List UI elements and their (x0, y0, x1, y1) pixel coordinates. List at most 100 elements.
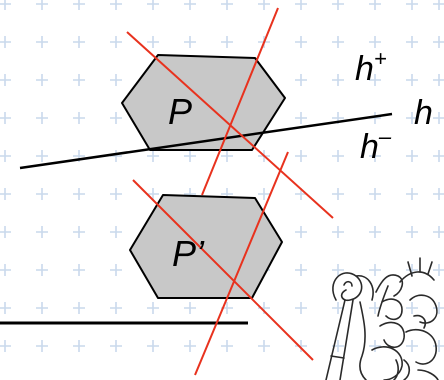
label-halfspace-negative-sup: – (378, 124, 392, 149)
grid-cross (36, 0, 48, 10)
grid-cross (36, 188, 48, 200)
grid-cross (433, 0, 444, 10)
label-halfspace-positive-base: h (355, 50, 374, 88)
grid-cross (184, 36, 196, 48)
grid-cross (0, 226, 11, 238)
grid-cross (433, 340, 444, 352)
grid-cross (369, 36, 381, 48)
grid-cross (73, 36, 85, 48)
grid-cross (36, 150, 48, 162)
grid-cross (0, 302, 11, 314)
grid-cross (221, 36, 233, 48)
grid-cross (110, 340, 122, 352)
label-halfspace-positive: h+ (355, 46, 387, 88)
grid-cross (406, 112, 418, 124)
grid-cross (332, 36, 344, 48)
university-lion-emblem-icon (325, 257, 439, 380)
grid-cross (295, 340, 307, 352)
grid-cross (184, 0, 196, 10)
grid-cross (332, 188, 344, 200)
grid-cross (406, 226, 418, 238)
grid-cross (110, 264, 122, 276)
grid-cross (110, 150, 122, 162)
grid-cross (0, 150, 11, 162)
grid-cross (295, 112, 307, 124)
grid-cross (369, 0, 381, 10)
grid-cross (110, 74, 122, 86)
grid-cross (295, 36, 307, 48)
grid-cross (184, 150, 196, 162)
grid-cross (221, 150, 233, 162)
grid-cross (221, 0, 233, 10)
grid-cross (332, 226, 344, 238)
grid-cross (73, 112, 85, 124)
grid-cross (433, 36, 444, 48)
grid-cross (110, 188, 122, 200)
polygon-p (121, 54, 286, 151)
grid-cross (406, 74, 418, 86)
cut-line-bottom-diagonal (132, 179, 314, 361)
cut-line-bottom-steep (194, 151, 289, 376)
grid-cross (295, 150, 307, 162)
grid-cross (36, 36, 48, 48)
grid-cross (295, 0, 307, 10)
cut-line-top-diagonal (126, 31, 334, 219)
grid-cross (0, 340, 11, 352)
grid-cross (110, 36, 122, 48)
grid-cross (433, 112, 444, 124)
grid-cross (147, 36, 159, 48)
grid-cross (433, 188, 444, 200)
grid-cross (184, 302, 196, 314)
grid-cross (433, 226, 444, 238)
grid-cross (0, 264, 11, 276)
grid-cross (147, 0, 159, 10)
grid-cross (184, 340, 196, 352)
grid-cross (258, 340, 270, 352)
grid-cross (147, 340, 159, 352)
grid-cross (295, 264, 307, 276)
grid-cross (110, 112, 122, 124)
grid-cross (433, 74, 444, 86)
grid-cross (406, 0, 418, 10)
grid-cross (73, 226, 85, 238)
grid-cross (0, 112, 11, 124)
grid-cross (36, 74, 48, 86)
plane-line-h (19, 112, 393, 170)
grid-crosses (0, 0, 444, 352)
grid-cross (369, 188, 381, 200)
grid-cross (73, 74, 85, 86)
grid-cross (73, 302, 85, 314)
grid-cross (36, 226, 48, 238)
grid-cross (369, 340, 381, 352)
label-halfspace-negative: h– (360, 124, 392, 166)
grid-cross (406, 188, 418, 200)
grid-cross (36, 340, 48, 352)
grid-cross (221, 340, 233, 352)
grid-cross (332, 150, 344, 162)
grid-cross (0, 0, 11, 10)
grid-cross (369, 150, 381, 162)
grid-cross (36, 264, 48, 276)
grid-cross (0, 74, 11, 86)
grid-cross (36, 302, 48, 314)
grid-cross (406, 36, 418, 48)
grid-cross (332, 74, 344, 86)
grid-cross (295, 302, 307, 314)
grid-cross (147, 150, 159, 162)
grid-cross (0, 188, 11, 200)
label-halfspace-positive-sup: + (374, 46, 387, 71)
grid-cross (332, 264, 344, 276)
grid-cross (433, 264, 444, 276)
grid-cross (73, 188, 85, 200)
grid-cross (406, 302, 418, 314)
grid-cross (433, 150, 444, 162)
grid-cross (258, 188, 270, 200)
grid-cross (110, 226, 122, 238)
grid-cross (0, 36, 11, 48)
grid-cross (369, 264, 381, 276)
grid-cross (73, 340, 85, 352)
grid-cross (369, 226, 381, 238)
grid-cross (406, 340, 418, 352)
grid-cross (73, 264, 85, 276)
